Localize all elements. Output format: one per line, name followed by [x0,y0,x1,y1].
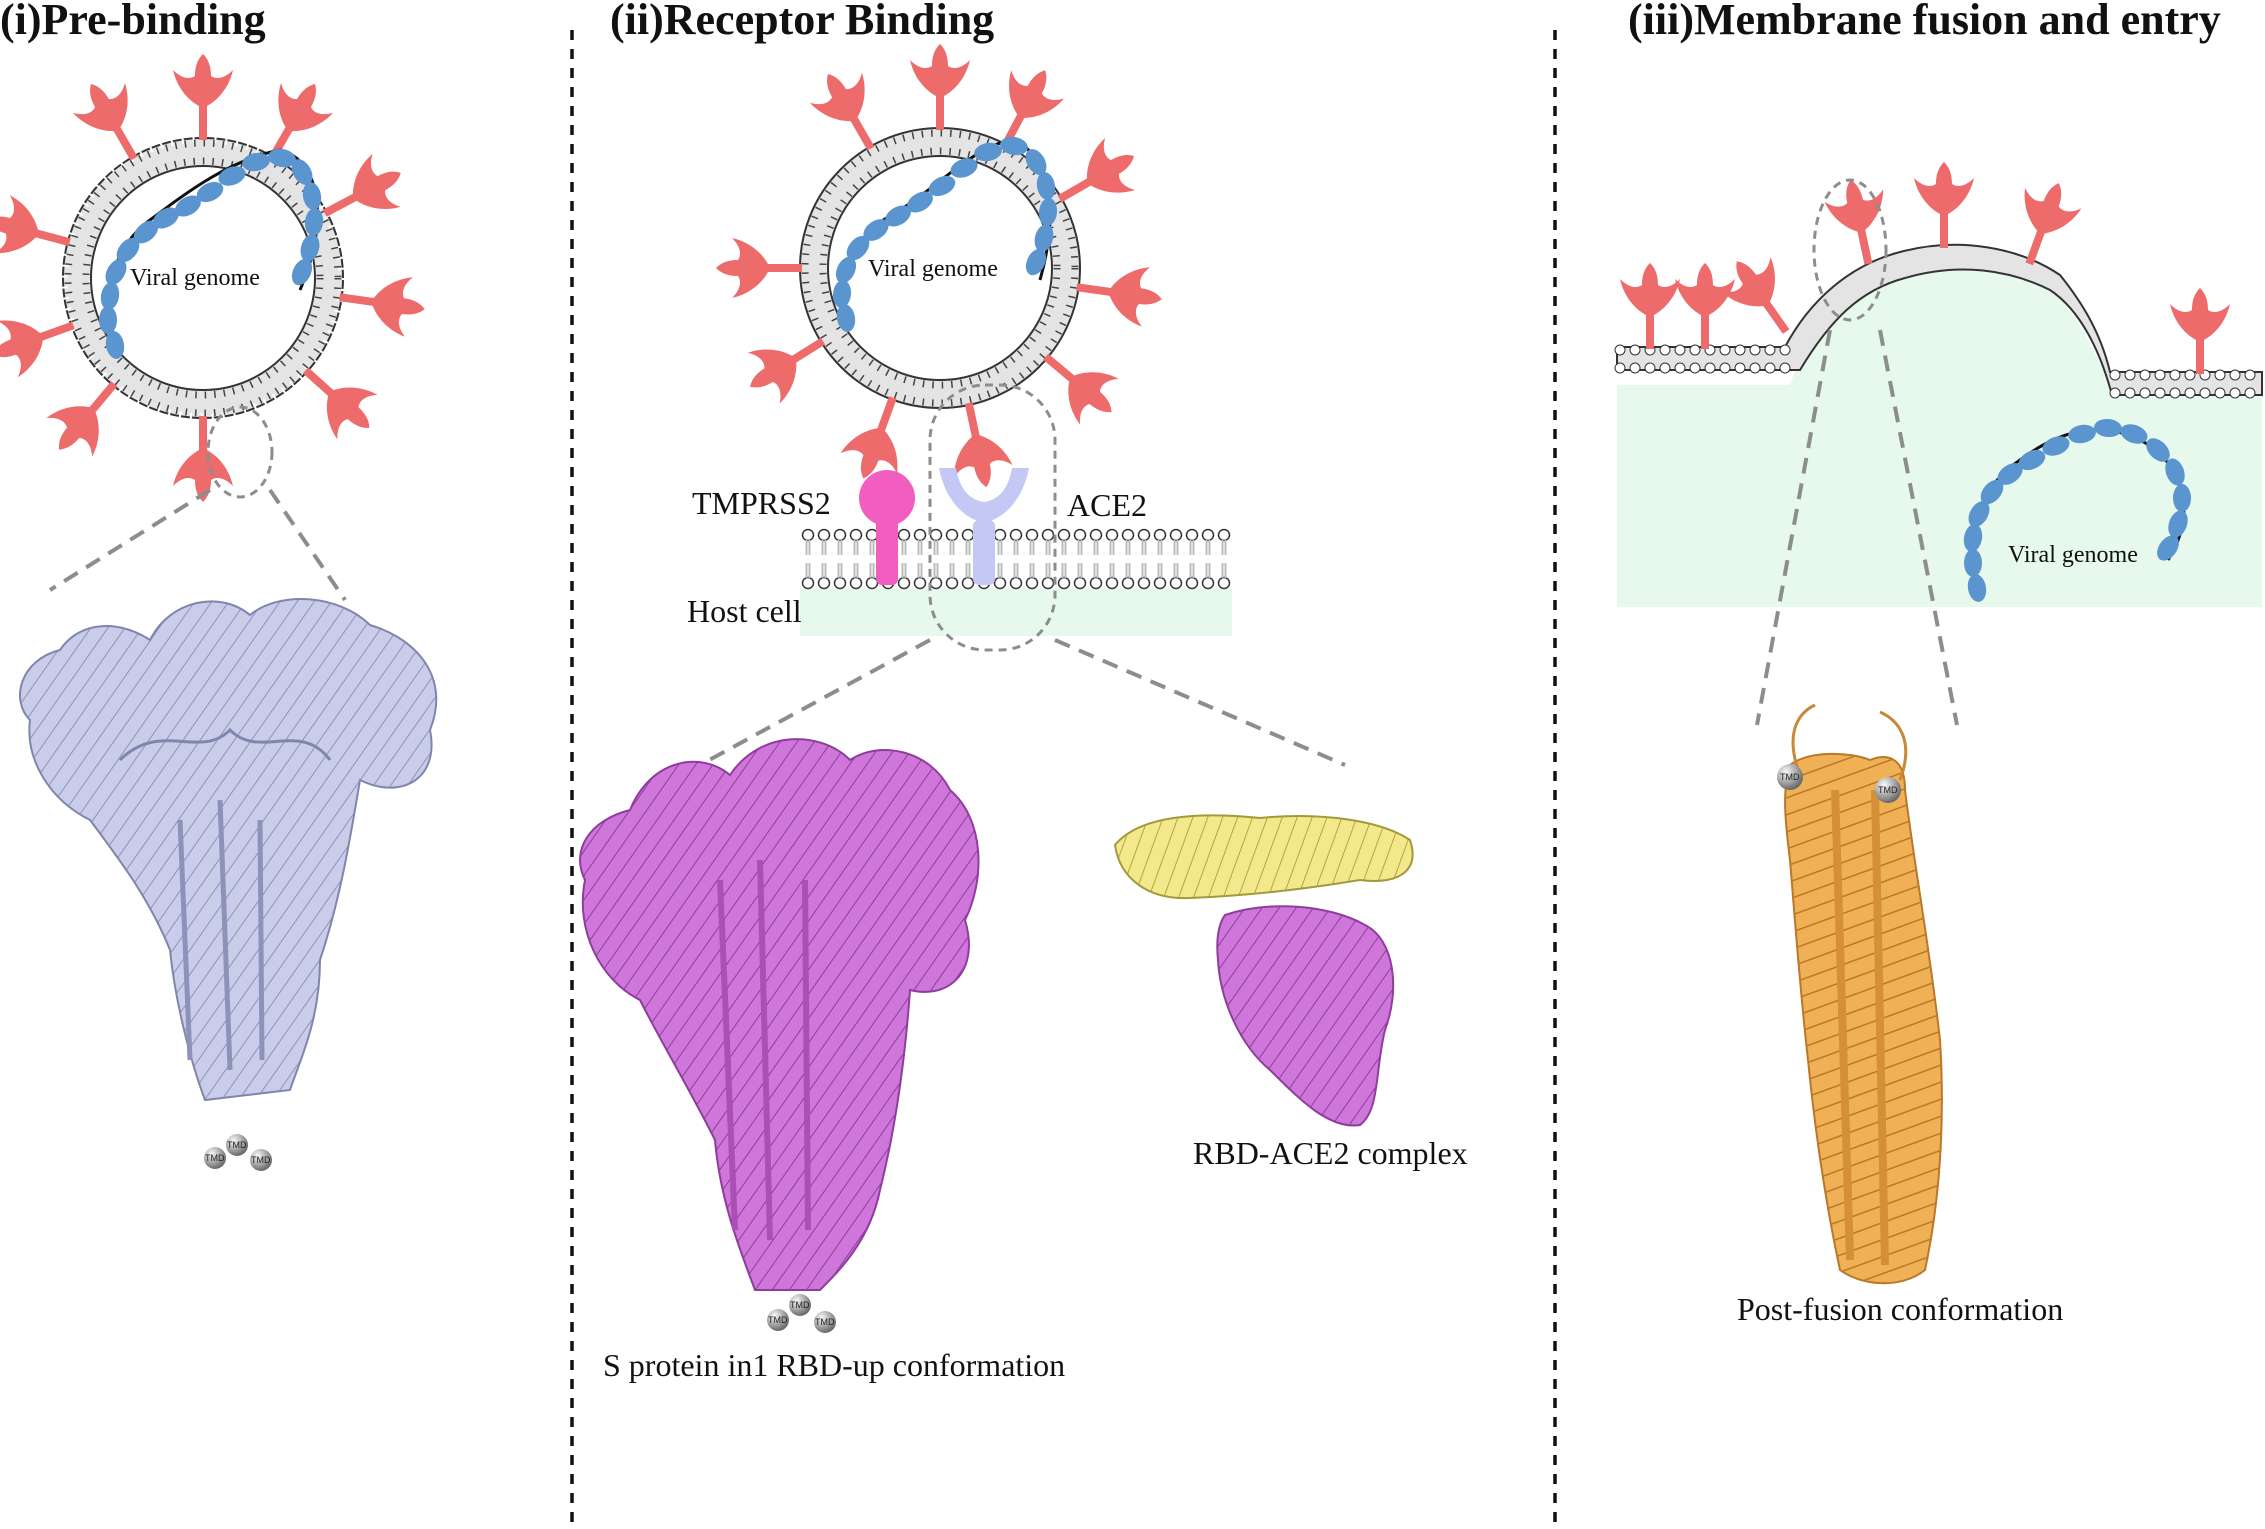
s-protein-rbd-up: TMD TMD TMD [579,738,980,1333]
tmd-label: TMD [1878,785,1898,795]
tmd-label: TMD [251,1155,271,1165]
post-fusion-label: Post-fusion conformation [1737,1291,2063,1327]
tmd-spheres-rbd-up: TMD TMD TMD [767,1294,836,1333]
tmd-label: TMD [205,1153,225,1163]
panel-title-fusion-entry: (iii)Membrane fusion and entry [1628,0,2221,44]
virion-pre-binding: Viral genome [0,54,429,502]
ace2-label: ACE2 [1067,487,1147,523]
genome-label-pre-binding: Viral genome [130,265,260,291]
zoom-callout-receptor-binding [699,383,1346,767]
host-cell-cytoplasm-fusion [1617,385,2262,607]
tmd-label: TMD [815,1317,835,1327]
host-cell-membrane [801,528,1231,590]
ace2-receptor [939,468,1029,585]
viral-genome-fusion [1961,417,2192,604]
host-cell-cytoplasm [800,588,1232,636]
panel-title-pre-binding: (i)Pre-binding [0,0,266,44]
rbd-ace2-complex [1113,814,1414,1127]
viral-genome-pre-binding [98,146,325,361]
fusion-membrane [1614,243,2263,399]
genome-label-fusion: Viral genome [2008,542,2138,568]
virion-receptor-binding: Viral genome [716,44,1166,494]
tmd-spheres-pre-binding: TMD TMD TMD [204,1134,272,1171]
tmd-label: TMD [1780,772,1800,782]
panel-title-receptor-binding: (ii)Receptor Binding [610,0,994,44]
tmprss2-receptor [859,470,915,585]
tmd-label: TMD [227,1140,247,1150]
zoom-callout-pre-binding [48,405,347,602]
complex-label: RBD-ACE2 complex [1193,1135,1468,1171]
host-cell-label: Host cell [687,593,802,629]
tmprss2-label: TMPRSS2 [692,485,831,521]
tmd-label: TMD [790,1300,810,1310]
s-protein-post-fusion: TMD TMD [1777,703,1943,1285]
s-protein-label: S protein in1 RBD-up conformation [603,1347,1065,1383]
viral-genome-receptor-binding [831,134,1059,334]
genome-label-receptor-binding: Viral genome [868,256,998,282]
s-protein-pre-binding: TMD TMD TMD [19,598,438,1171]
zoom-callout-fusion [1755,178,1959,726]
tmd-label: TMD [768,1315,788,1325]
